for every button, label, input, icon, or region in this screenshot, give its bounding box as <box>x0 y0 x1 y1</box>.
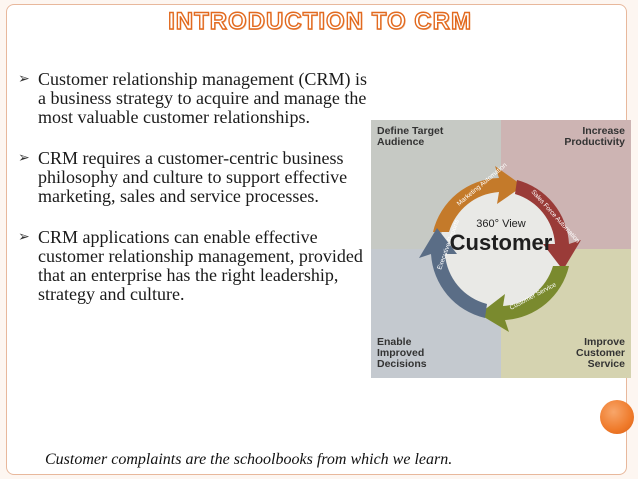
quadrant-label: Improve Customer Service <box>575 336 625 370</box>
bullet-text: CRM applications can enable effective cu… <box>38 227 363 304</box>
footer-quote: Customer complaints are the schoolbooks … <box>45 451 453 468</box>
bullet-list: ➢ Customer relationship management (CRM)… <box>16 70 376 326</box>
bullet-item: ➢ CRM requires a customer-centric busine… <box>16 149 376 206</box>
sales-force-automation-arrow <box>515 180 581 270</box>
bullet-text: CRM requires a customer-centric business… <box>38 148 348 206</box>
quadrant-label: Increase Productivity <box>564 125 625 148</box>
quadrant-label: Define Target Audience <box>377 125 444 148</box>
bullet-item: ➢ CRM applications can enable effective … <box>16 228 376 304</box>
center-title: Customer <box>449 230 553 255</box>
crm-cycle-diagram: Define Target Audience Increase Producti… <box>371 120 631 378</box>
arrow-bullet-icon: ➢ <box>18 230 30 245</box>
customer-service-arrow <box>479 266 569 332</box>
cycle-arrows: Marketing Automation Sales Force Automat… <box>419 162 581 332</box>
orange-circle-decoration <box>600 400 634 434</box>
slide-title: INTRODUCTION TO CRM <box>167 7 472 35</box>
bullet-text: Customer relationship management (CRM) i… <box>38 69 367 127</box>
executive-reports-arrow <box>419 228 487 318</box>
center-caption: 360° View <box>476 218 526 230</box>
arrow-bullet-icon: ➢ <box>18 72 30 87</box>
marketing-automation-arrow <box>433 166 523 232</box>
bullet-item: ➢ Customer relationship management (CRM)… <box>16 70 376 127</box>
quadrant-label: Enable Improved Decisions <box>377 336 427 370</box>
arrow-bullet-icon: ➢ <box>18 151 30 166</box>
